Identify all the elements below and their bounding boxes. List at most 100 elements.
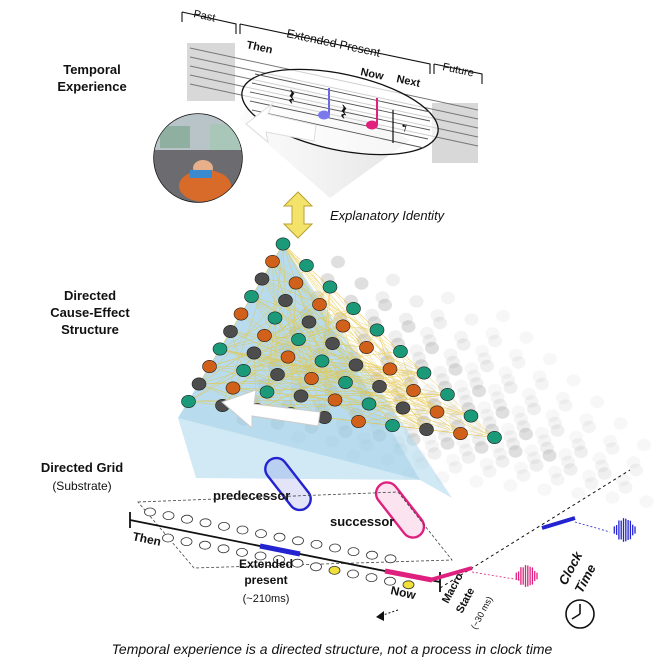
then-bottom-label: Then <box>131 529 162 549</box>
ghost-node <box>532 370 547 383</box>
cause-effect-node <box>299 258 314 272</box>
ghost-node <box>511 356 526 369</box>
ghost-node <box>472 433 486 447</box>
ghost-node <box>469 377 484 390</box>
ghost-node <box>472 384 486 398</box>
grid-node <box>365 573 378 582</box>
pyramid-fill <box>178 244 452 498</box>
cause-effect-node <box>487 430 502 444</box>
cause-effect-node <box>275 237 291 251</box>
cause-effect-node <box>191 377 207 391</box>
grid-node <box>384 576 396 586</box>
cause-effect-node <box>338 375 353 389</box>
ghost-node <box>480 408 494 422</box>
ghost-node <box>603 434 617 448</box>
ghost-node <box>420 326 434 340</box>
ghost-node <box>433 316 447 330</box>
cause-effect-node <box>225 381 241 395</box>
cause-effect-node <box>453 426 468 440</box>
ghost-node <box>548 465 562 479</box>
ghost-node <box>514 461 528 475</box>
music-staff-panel: 𝄽 𝄽 𝄾 <box>153 8 483 203</box>
cause-effect-node <box>325 336 340 350</box>
grid-node <box>199 540 211 550</box>
successor-highlight <box>374 481 426 539</box>
ghost-node <box>435 373 450 386</box>
ghost-node <box>501 373 515 387</box>
ghost-node <box>574 445 588 459</box>
ghost-node <box>477 352 492 365</box>
grid-node <box>310 562 322 572</box>
ghost-node <box>556 391 570 405</box>
ghost-node <box>639 495 654 508</box>
ghost-node <box>448 363 463 376</box>
cause-effect-node <box>181 394 196 408</box>
ghost-node <box>543 352 557 366</box>
ghost-node <box>409 295 424 308</box>
grid-node <box>291 558 304 568</box>
grid-node <box>162 511 175 520</box>
ghost-node <box>571 487 586 500</box>
predecessor-highlight <box>264 456 312 512</box>
cause-effect-node <box>385 418 400 432</box>
grid-node <box>218 522 230 531</box>
clock-time-label: Clock Time <box>555 548 598 595</box>
label-line: (~210ms) <box>243 593 290 605</box>
grid-node <box>217 544 230 554</box>
now-bottom-label: Now <box>389 583 417 602</box>
timeline-brackets <box>181 11 483 84</box>
ghost-node <box>441 291 455 305</box>
grid-node <box>273 555 285 564</box>
ghost-node <box>561 455 575 469</box>
ghost-node <box>519 427 533 441</box>
ghost-node <box>527 451 541 465</box>
ghost-node <box>498 366 513 379</box>
cause-effect-node <box>369 323 385 337</box>
substrate-grid <box>137 491 453 590</box>
ghost-node <box>399 312 413 326</box>
cause-effect-node <box>212 342 228 356</box>
heading-line: Temporal <box>63 62 121 77</box>
ghost-node <box>542 449 557 462</box>
ghost-node <box>558 399 573 412</box>
ghost-node <box>446 453 460 467</box>
ghost-node <box>506 437 520 451</box>
ghost-node <box>503 479 518 492</box>
ghost-node <box>464 313 479 326</box>
ghost-node <box>548 416 562 430</box>
cause-effect-node <box>291 332 306 346</box>
label-line: Extended <box>239 557 293 571</box>
successor-label: successor <box>330 514 394 529</box>
ghost-node <box>524 395 539 408</box>
grid-node <box>144 507 156 517</box>
grid-node <box>347 547 360 556</box>
heading-line: Directed Grid <box>41 460 123 475</box>
ghost-node <box>514 412 528 426</box>
ghost-node <box>456 338 471 351</box>
ghost-node <box>495 455 510 468</box>
grid-node <box>254 551 267 561</box>
cause-effect-node <box>278 293 293 307</box>
cause-effect-node <box>463 409 479 423</box>
ghost-node <box>496 309 510 323</box>
ghost-node <box>566 374 581 387</box>
cause-effect-node <box>351 414 366 428</box>
ghost-node <box>516 420 531 433</box>
ghost-node <box>485 327 500 340</box>
cause-effect-node <box>395 401 411 415</box>
now-top-label: Now <box>359 66 385 83</box>
directed-grid-heading: Directed Grid (Substrate) <box>41 460 123 493</box>
grid-node <box>181 514 193 524</box>
ghost-node <box>545 409 560 422</box>
ghost-node <box>474 441 489 454</box>
ghost-node <box>469 475 484 488</box>
cause-effect-node <box>382 362 398 376</box>
ghost-node <box>493 398 507 412</box>
heading-line: Experience <box>57 79 126 94</box>
cause-effect-node <box>246 346 262 360</box>
ghost-node <box>488 383 502 397</box>
past-label: Past <box>192 8 216 24</box>
pyramid-nodes <box>181 237 502 444</box>
grid-node <box>255 529 267 538</box>
ghost-node <box>440 437 455 450</box>
